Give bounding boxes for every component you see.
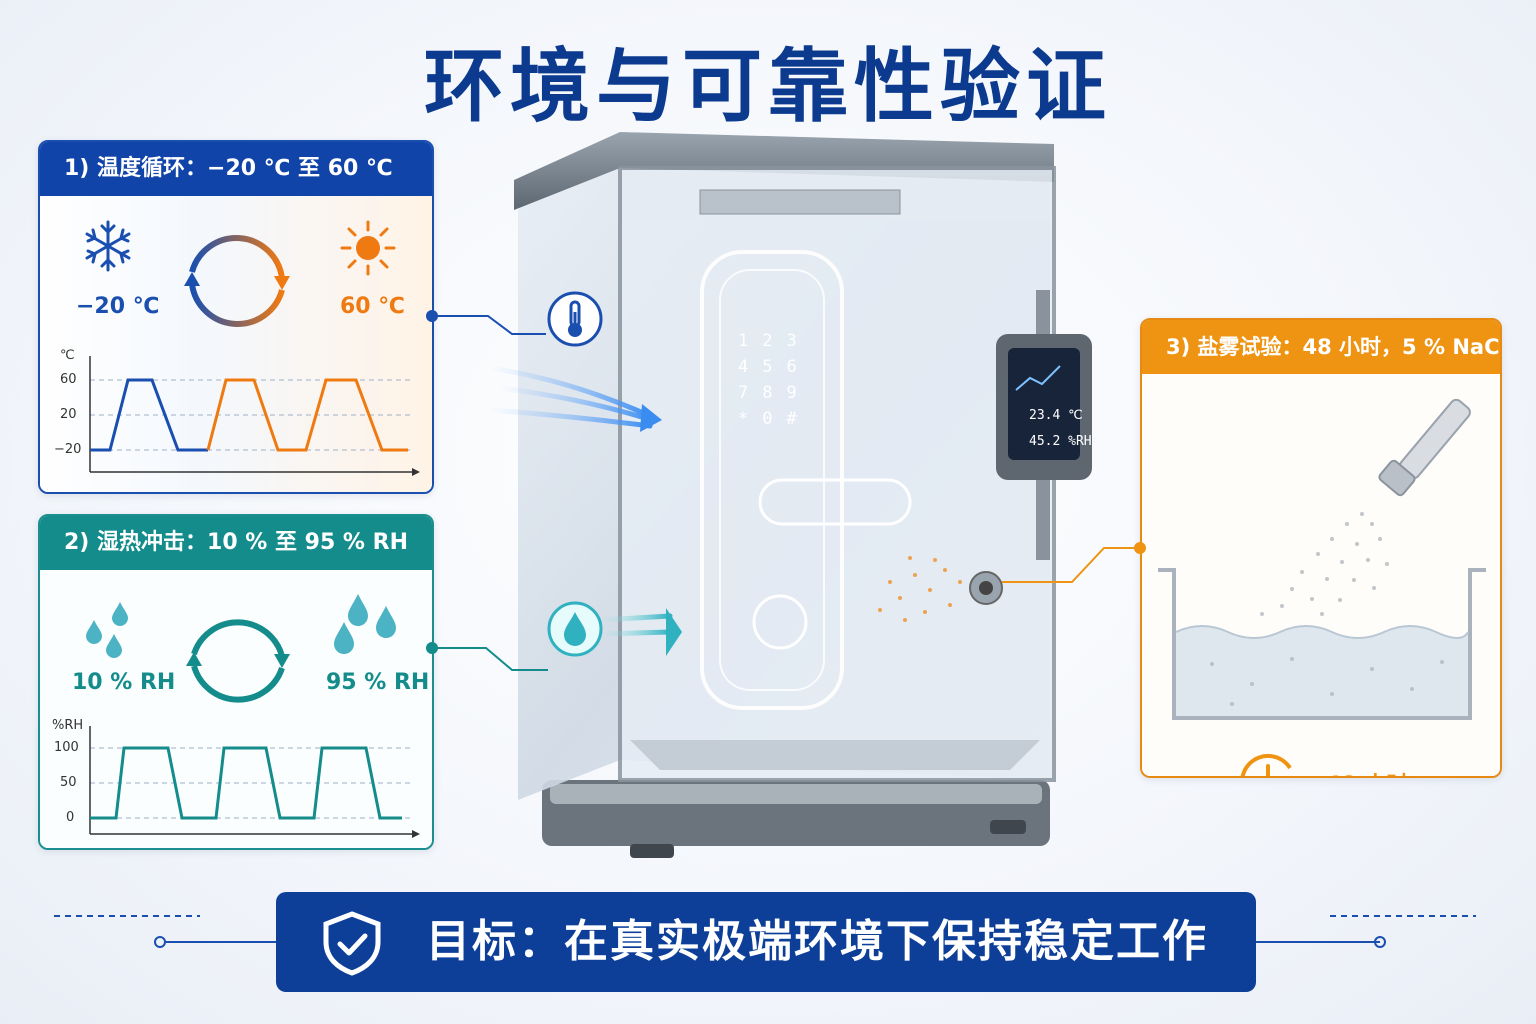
page-title: 环境与可靠性验证 [424, 40, 1112, 133]
salt-spray-panel-heading: 3) 盐雾试验：48 小时，5 % NaCl [1142, 320, 1500, 374]
keypad-key: 4 [738, 357, 763, 377]
lock-keypad: 123 456 789 *0# [738, 328, 808, 432]
humidity-shock-panel: 2) 湿热冲击：10 % 至 95 % RH 10 % RH 95 % RH %… [38, 514, 434, 850]
humidity-tick-100: 100 [54, 740, 79, 755]
thermometer-icon [547, 291, 603, 347]
snowflake-icon [85, 220, 131, 272]
temperature-tick-20: 20 [60, 407, 77, 422]
temperature-cycle-panel: 1) 温度循环：−20 ℃ 至 60 ℃ −20 ℃ [38, 140, 434, 494]
keypad-key: 7 [738, 383, 763, 403]
humidity-axis-unit: %RH [52, 718, 84, 733]
keypad-key: * [738, 409, 763, 429]
humidity-cycle-arrows-icon [186, 619, 290, 703]
temperature-cycle-chart [89, 356, 420, 476]
humidity-tick-50: 50 [60, 775, 77, 790]
temperature-panel-heading: 1) 温度循环：−20 ℃ 至 60 ℃ [40, 142, 432, 196]
temperature-tick-60: 60 [60, 372, 77, 387]
sensor-temperature-readout: 23.4 ℃ [1029, 408, 1083, 423]
humidity-tick-0: 0 [66, 810, 75, 825]
high-humidity-droplets-icon [334, 594, 396, 654]
salt-spray-duration-label: 48 小时 [1326, 767, 1408, 776]
test-chamber-illustration [487, 132, 1092, 858]
clock-icon [1240, 753, 1292, 776]
temperature-axis-unit: ℃ [60, 348, 75, 363]
temperature-tick-minus20: −20 [54, 442, 82, 457]
humidity-droplet-icon [547, 601, 603, 657]
sun-icon [340, 220, 396, 276]
keypad-key: 1 [738, 331, 763, 351]
shield-check-icon [323, 911, 381, 976]
hot-temperature-label: 60 ℃ [340, 294, 405, 319]
keypad-key: 5 [762, 357, 787, 377]
high-humidity-label: 95 % RH [326, 670, 430, 695]
keypad-key: # [786, 409, 811, 429]
cold-temperature-label: −20 ℃ [76, 294, 160, 319]
keypad-key: 0 [762, 409, 787, 429]
cycle-arrows-icon [184, 235, 290, 327]
keypad-key: 3 [786, 331, 811, 351]
keypad-key: 8 [762, 383, 787, 403]
goal-text: 目标：在真实极端环境下保持稳定工作 [426, 916, 1208, 967]
keypad-key: 9 [786, 383, 811, 403]
low-humidity-label: 10 % RH [72, 670, 176, 695]
salt-spray-illustration [1158, 398, 1486, 720]
goal-banner: 目标：在真实极端环境下保持稳定工作 [276, 892, 1256, 992]
humidity-panel-heading: 2) 湿热冲击：10 % 至 95 % RH [40, 516, 432, 570]
humidity-cycle-chart [89, 726, 420, 838]
salt-spray-panel: 3) 盐雾试验：48 小时，5 % NaCl [1140, 318, 1502, 778]
sensor-humidity-readout: 45.2 %RH [1029, 434, 1092, 449]
spray-nozzle-icon [1378, 398, 1471, 497]
keypad-key: 6 [786, 357, 811, 377]
low-humidity-droplets-icon [86, 602, 128, 658]
keypad-key: 2 [762, 331, 787, 351]
